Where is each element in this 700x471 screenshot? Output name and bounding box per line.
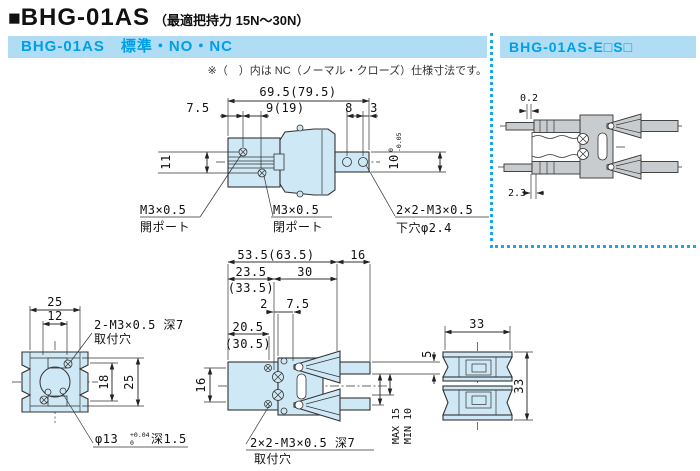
dim-side-pilot-end: 3 (370, 101, 378, 115)
label-back-mount-spec: 2-M3×0.5 深7 (94, 318, 184, 332)
leader-lines (140, 154, 489, 218)
section-header-sensor: BHG-01AS-E□S□ (500, 36, 696, 58)
dim-side-left: 7.5 (186, 101, 209, 115)
label-close-port-spec: M3×0.5 (273, 203, 319, 217)
dimension-lines (204, 259, 440, 406)
title-grip-force: （最適把持力 15N～30N） (154, 13, 310, 28)
dim-plan-body-nc: (33.5) (228, 281, 274, 295)
dim-side-rail: 10 (387, 154, 401, 169)
label-back-hole-depth: 深1.5 (151, 432, 187, 446)
title-bullet-icon: ■ (8, 7, 21, 30)
dim-side-total: 69.5(79.5) (259, 85, 336, 99)
dim-sensor-bottom: 2.3 (508, 188, 526, 199)
label-back-hole: φ13 (95, 432, 118, 446)
gripper-top-body (442, 351, 513, 421)
dim-top-width: 33 (469, 317, 484, 331)
drawing-plan-view: 53.5(63.5) 16 23.5 (33.5) 30 2 7.5 20.5 … (194, 248, 440, 466)
leader-lines (62, 332, 188, 448)
drawing-back-view: 25 12 18 25 2-M3×0.5 深7 取付穴 φ13 +0.04 0 … (12, 295, 188, 448)
label-close-port-name: 閉ポート (273, 220, 323, 234)
dim-side-ports: 9(19) (266, 101, 305, 115)
label-plan-mount-name: 取付穴 (254, 451, 292, 466)
drawing-side-view: 69.5(79.5) 7.5 9(19) 8 3 11 10 0 -0.05 M… (140, 85, 489, 235)
dim-back-h25: 25 (122, 374, 136, 389)
dim-side-height: 11 (159, 154, 173, 169)
label-back-hole-tol-upper: +0.04 (130, 431, 150, 439)
dim-plan-j75: 7.5 (286, 297, 309, 311)
dim-plan-right: 16 (350, 248, 365, 262)
dimension-lines (444, 326, 533, 421)
label-pilot-name: 下穴φ2.4 (396, 220, 452, 235)
dim-side-rail-tol-lower: -0.05 (395, 132, 403, 152)
gripper-plan-body (227, 350, 371, 422)
drawing-sensor-view: 0.2 2.3 (498, 93, 682, 199)
section-header-standard: BHG-01AS 標準・NO・NC (8, 36, 487, 58)
dim-plan-j2: 2 (260, 297, 268, 311)
label-pilot-spec: 2×2-M3×0.5 (396, 203, 473, 217)
label-back-mount-name: 取付穴 (94, 331, 132, 346)
drawing-top-view: 33 33 (442, 317, 533, 430)
dim-sensor-top: 0.2 (520, 93, 538, 104)
dim-side-pilot-pitch: 8 (345, 101, 353, 115)
title-model: BHG-01AS (20, 4, 151, 31)
dimension-lines (519, 104, 544, 199)
dim-plan-total: 53.5(63.5) (237, 248, 314, 262)
dim-back-width: 25 (47, 295, 62, 309)
label-back-hole-tol-lower: 0 (130, 439, 134, 447)
dim-plan-rod: 20.5 (233, 320, 264, 334)
dim-plan-body: 23.5 (236, 265, 267, 279)
dim-plan-left: 16 (194, 377, 208, 392)
dim-back-h18: 18 (97, 374, 111, 389)
dimension-lines (29, 306, 144, 407)
gripper-sensor-body (503, 113, 679, 180)
label-open-port-spec: M3×0.5 (140, 203, 186, 217)
dim-plan-min: MIN 10 (403, 408, 414, 444)
gripper-body-outline (227, 124, 370, 198)
page-title: ■ BHG-01AS （最適把持力 15N～30N） (8, 4, 309, 33)
dim-plan-bar: 5 (420, 350, 434, 358)
dim-side-rail-tol-upper: 0 (387, 148, 395, 152)
dimension-lines (158, 98, 446, 174)
dim-top-height: 33 (512, 378, 526, 393)
sensor-variant-dotted-box (490, 33, 696, 248)
gripper-back-body (21, 351, 89, 413)
label-plan-mount-spec: 2×2-M3×0.5 深7 (250, 436, 355, 450)
dim-plan-max: MAX 15 (391, 408, 402, 444)
leader-lines (245, 405, 374, 451)
dim-plan-rod-nc: (30.5) (225, 337, 271, 351)
label-open-port-name: 開ポート (140, 220, 190, 234)
dim-back-pitch: 12 (47, 309, 62, 323)
nc-dimension-note: ※（ ）内は NC（ノーマル・クローズ）仕様寸法です。 (207, 65, 487, 77)
dim-plan-head: 30 (297, 265, 312, 279)
dim-side-rail-group: 10 0 -0.05 (387, 132, 403, 169)
